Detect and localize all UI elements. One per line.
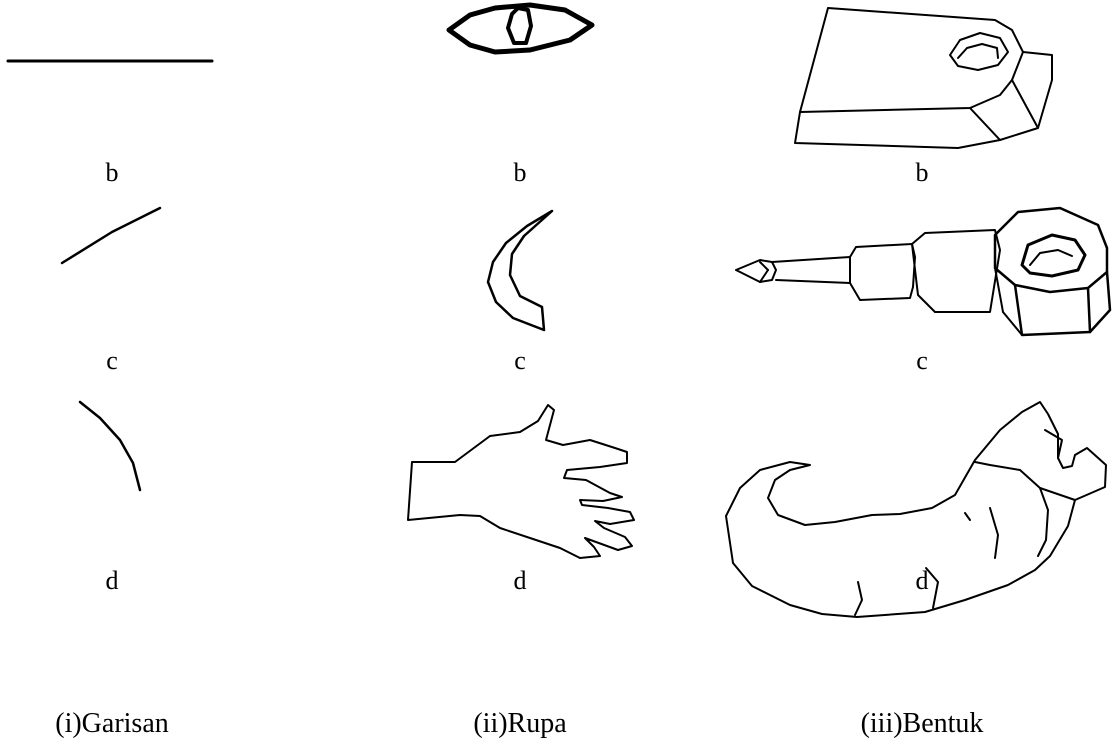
rupa-hand-shape (408, 405, 634, 558)
bentuk-label-c: c (916, 348, 928, 374)
bentuk-label-d: d (916, 568, 929, 594)
rupa-label-c: c (514, 348, 526, 374)
bentuk-wrench-socket (736, 208, 1110, 335)
rupa-label-b: b (514, 160, 527, 186)
rupa-eye-shape (449, 5, 592, 52)
column-title-bentuk: (iii)Bentuk (861, 710, 984, 738)
garisan-label-b: b (106, 160, 119, 186)
bentuk-bracket-block (795, 8, 1052, 148)
rupa-label-d: d (514, 568, 527, 594)
garisan-diagonal-line (62, 208, 160, 263)
rupa-crescent-shape (488, 211, 552, 330)
garisan-curved-line (80, 402, 140, 490)
column-title-rupa: (ii)Rupa (473, 710, 566, 738)
garisan-label-c: c (106, 348, 118, 374)
column-title-garisan: (i)Garisan (55, 710, 169, 738)
bentuk-label-b: b (916, 160, 929, 186)
garisan-label-d: d (106, 568, 119, 594)
